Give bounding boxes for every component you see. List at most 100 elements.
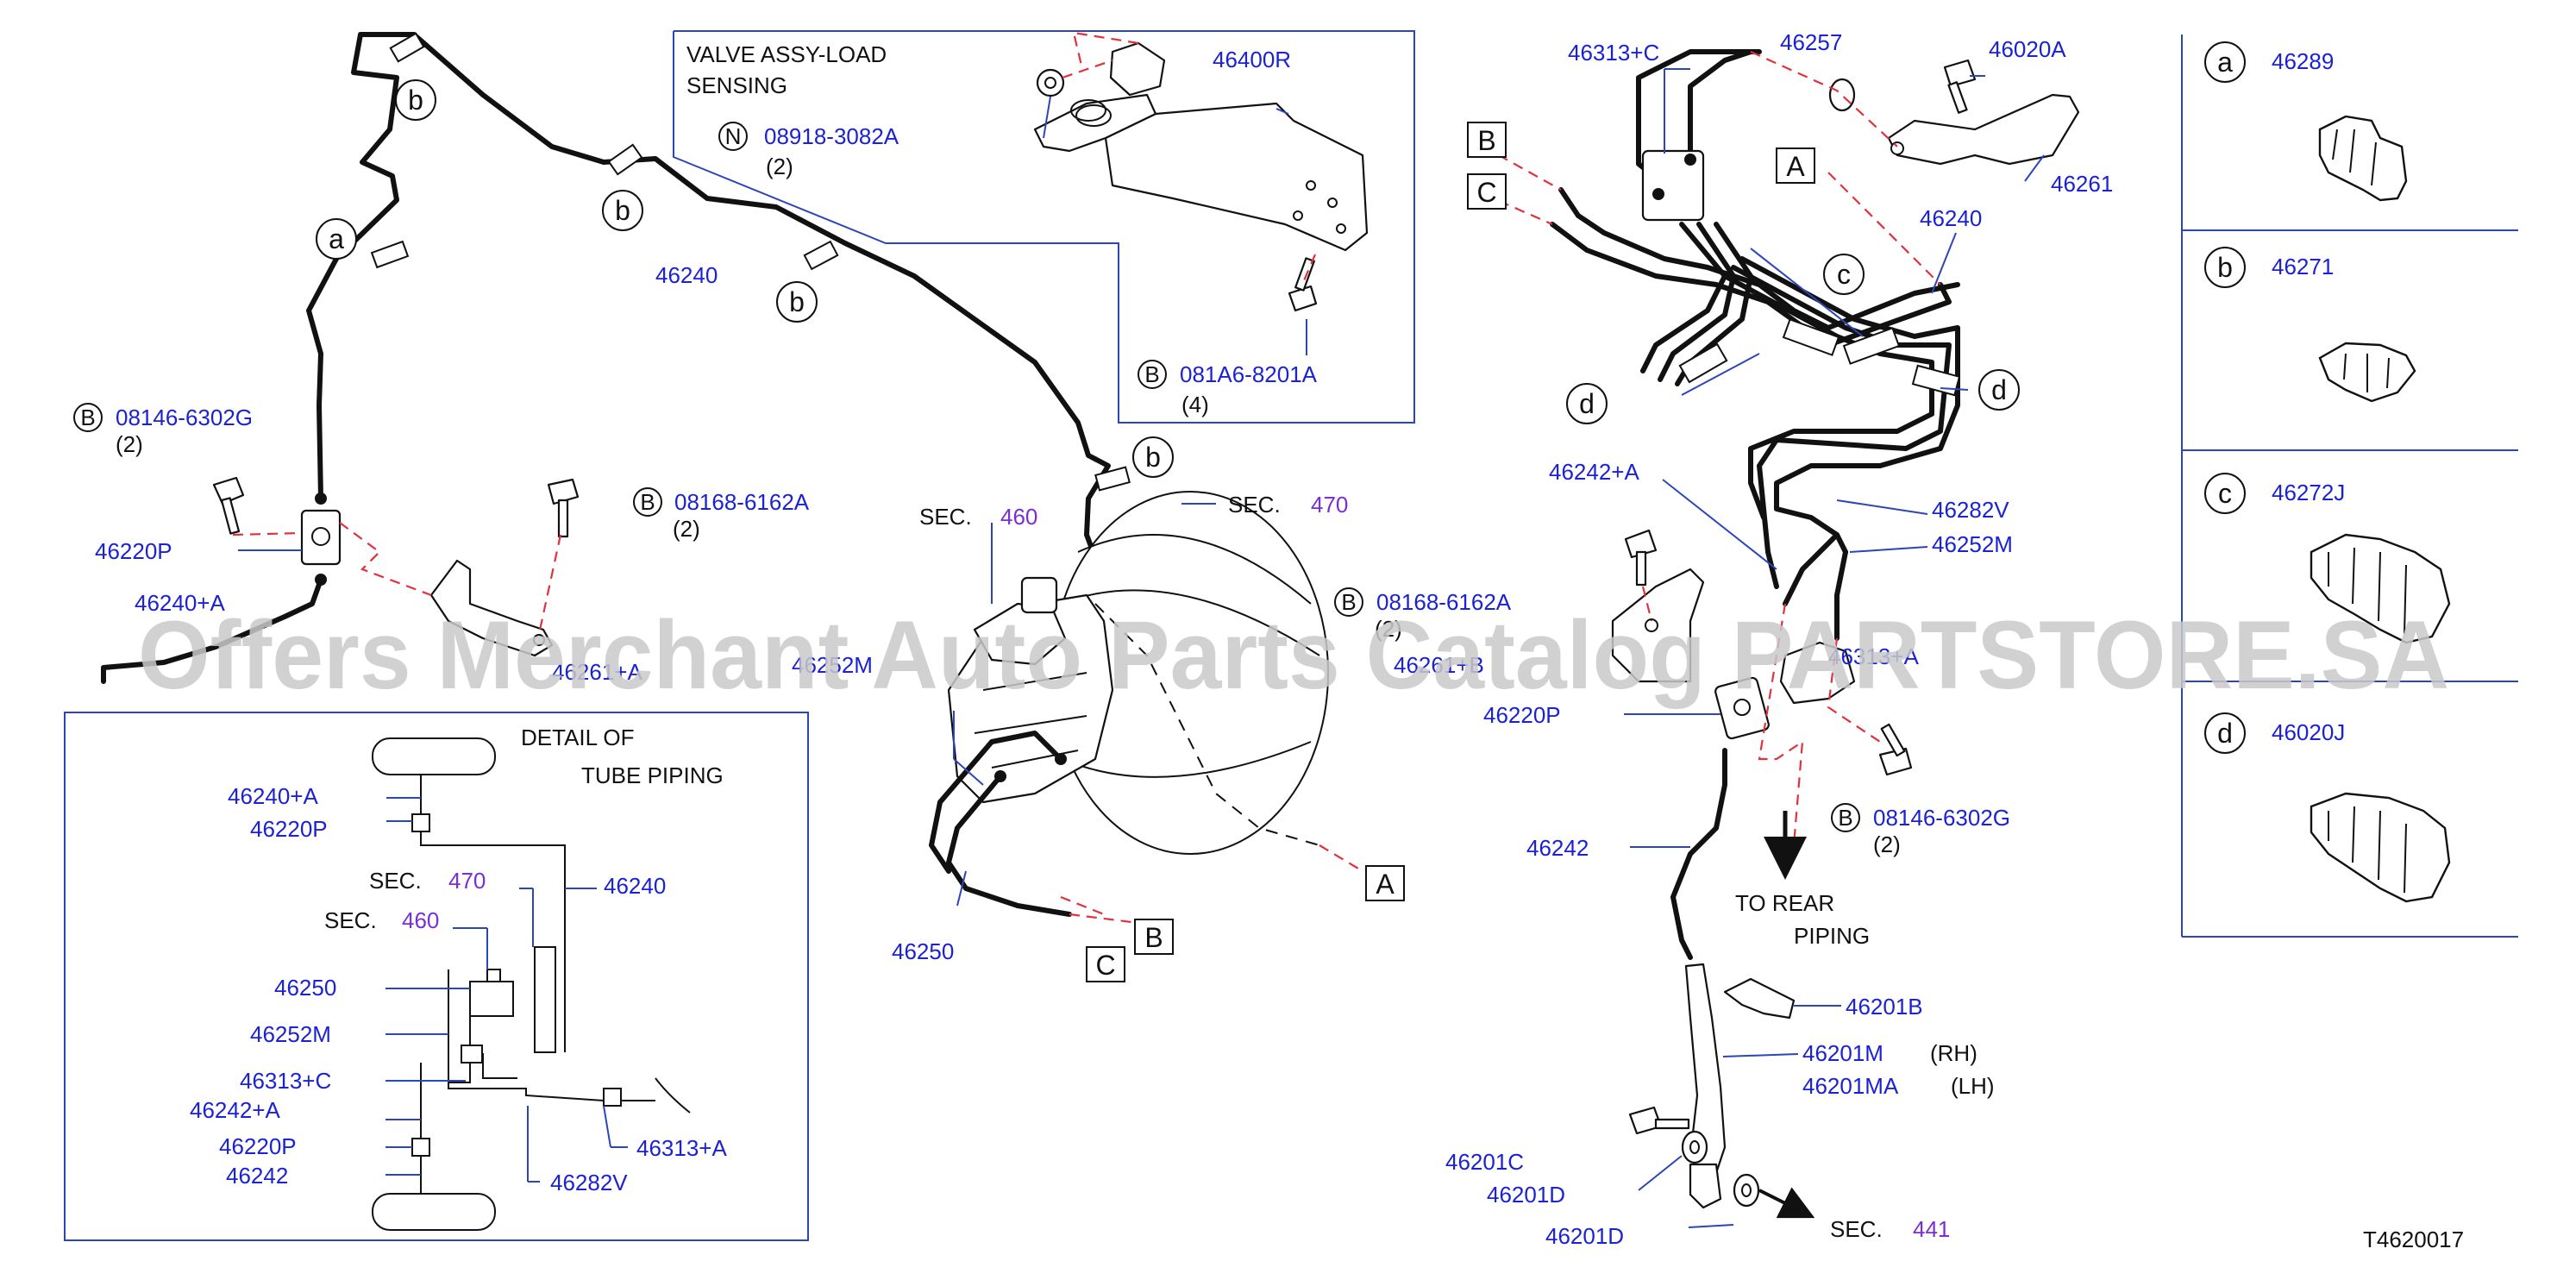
label-46282V-right[interactable]: 46282V	[1932, 497, 2009, 523]
label-46252M-main[interactable]: 46252M	[792, 652, 873, 678]
detail-sec-460-prefix: SEC.	[324, 907, 377, 933]
label-46201C[interactable]: 46201C	[1445, 1149, 1524, 1175]
legend-46272J[interactable]: 46272J	[2272, 480, 2345, 505]
detail-label-46313C[interactable]: 46313+C	[240, 1068, 331, 1094]
label-46201MA-side: (LH)	[1951, 1073, 1995, 1099]
detail-label-46220P-bottom[interactable]: 46220P	[219, 1133, 297, 1159]
label-46240-right[interactable]: 46240	[1920, 205, 1982, 231]
label-08918-qty: (2)	[766, 154, 793, 179]
bolt-left-lower[interactable]	[212, 476, 245, 535]
connector-46220P-left[interactable]	[300, 493, 342, 586]
detail-label-46242A[interactable]: 46242+A	[190, 1097, 280, 1123]
junction-46313C[interactable]	[1641, 149, 1705, 222]
label-46240A-left[interactable]: 46240+A	[135, 590, 225, 616]
phantom-valve-2	[1072, 31, 1139, 70]
label-46313C-right[interactable]: 46313+C	[1568, 40, 1659, 66]
washer-46201D-1[interactable]	[1681, 1130, 1708, 1164]
label-46220P-right[interactable]: 46220P	[1483, 702, 1561, 728]
bracket-46261B[interactable]	[1611, 568, 1705, 683]
label-46261B[interactable]: 46261+B	[1394, 652, 1484, 678]
callout-d-right: d	[1991, 374, 2007, 405]
label-46257[interactable]: 46257	[1780, 29, 1842, 55]
value-sec-470-main[interactable]: 470	[1311, 492, 1348, 518]
legend-46020J[interactable]: 46020J	[2272, 719, 2345, 745]
detail-sec-460[interactable]: 460	[402, 907, 439, 933]
tube-46242[interactable]	[1670, 748, 1727, 960]
bolt-46020A[interactable]	[1943, 59, 1977, 114]
detail-label-46220P-top[interactable]: 46220P	[250, 816, 328, 842]
label-46261A[interactable]: 46261+A	[552, 659, 642, 685]
label-46201M[interactable]: 46201M	[1802, 1040, 1883, 1066]
label-46400R[interactable]: 46400R	[1213, 47, 1291, 72]
detail-label-46250[interactable]: 46250	[274, 975, 336, 1001]
detail-label-46252M[interactable]: 46252M	[250, 1021, 331, 1047]
load-sensing-valve-46400R[interactable]	[1033, 41, 1369, 252]
label-46240-left[interactable]: 46240	[655, 262, 718, 288]
label-08918[interactable]: 08918-3082A	[764, 123, 899, 149]
label-46242A-right[interactable]: 46242+A	[1549, 459, 1639, 485]
view-B-left: B	[1144, 922, 1163, 953]
clip-46271-icon	[2318, 342, 2416, 403]
label-46261[interactable]: 46261	[2051, 171, 2113, 197]
washer-46201D-2[interactable]	[1733, 1173, 1760, 1208]
view-C-right: C	[1476, 177, 1496, 208]
label-08146-left[interactable]: 08146-6302G	[116, 405, 253, 430]
detail-tubing	[420, 775, 691, 1194]
symbol-circles	[73, 122, 1860, 832]
callout-b-2: b	[615, 195, 630, 226]
bolt-46201C[interactable]	[1628, 1106, 1690, 1135]
label-46201MA[interactable]: 46201MA	[1802, 1073, 1899, 1099]
value-sec-460-main[interactable]: 460	[1000, 504, 1037, 530]
label-46220P-left[interactable]: 46220P	[95, 538, 172, 564]
detail-sec-470-prefix: SEC.	[369, 868, 422, 894]
diagram-id: T4620017	[2363, 1227, 2464, 1252]
phantom-valve-3	[1301, 254, 1317, 285]
nut-08918[interactable]	[1036, 68, 1065, 97]
hose-46201M[interactable]	[1684, 963, 1727, 1209]
bolt-081A6[interactable]	[1288, 257, 1318, 312]
callout-d-left: d	[1579, 388, 1595, 419]
label-46201B[interactable]: 46201B	[1846, 994, 1923, 1020]
label-46242-right[interactable]: 46242	[1526, 835, 1589, 861]
label-46201D-1[interactable]: 46201D	[1487, 1182, 1565, 1208]
callout-b-1: b	[408, 85, 423, 116]
arrow-sec441	[1758, 1187, 1815, 1219]
phantom-B-left	[1069, 913, 1139, 925]
detail-label-46240[interactable]: 46240	[604, 873, 666, 899]
detail-label-46282V[interactable]: 46282V	[550, 1170, 628, 1195]
bracket-46261A[interactable]	[429, 559, 554, 657]
bolt-left-upper[interactable]	[547, 478, 580, 538]
symbol-b-081a6: B	[1144, 361, 1159, 387]
clip-46201B[interactable]	[1723, 977, 1796, 1020]
detail-sec-470[interactable]: 470	[448, 868, 486, 894]
detail-label-46313A[interactable]: 46313+A	[636, 1135, 727, 1161]
legend-46271[interactable]: 46271	[2272, 254, 2334, 279]
junction-46313A-right[interactable]	[1779, 641, 1856, 705]
tube-46250[interactable]	[929, 731, 1072, 917]
tube-46240A[interactable]	[101, 577, 323, 684]
label-46313A-under[interactable]: 46313+A	[1828, 643, 1919, 669]
label-08168-right[interactable]: 08168-6162A	[1376, 589, 1512, 615]
detail-label-46240A[interactable]: 46240+A	[228, 783, 318, 809]
connector-46220P-right[interactable]	[1714, 676, 1770, 740]
label-08168-left[interactable]: 08168-6162A	[674, 489, 810, 515]
label-46250-main[interactable]: 46250	[892, 938, 954, 964]
label-46252M-right[interactable]: 46252M	[1932, 531, 2013, 557]
bolt-08168-right[interactable]	[1624, 529, 1658, 587]
detail-title-2: TUBE PIPING	[581, 762, 724, 788]
legend-letter-d: d	[2217, 718, 2233, 749]
phantom-valve-1	[1062, 59, 1113, 79]
detail-label-46242[interactable]: 46242	[226, 1163, 288, 1189]
phantom-rear-3	[1641, 586, 1653, 622]
legend-46289[interactable]: 46289	[2272, 48, 2334, 74]
label-081A6[interactable]: 081A6-8201A	[1180, 361, 1318, 387]
bracket-46261[interactable]	[1887, 93, 2080, 166]
value-sec-441[interactable]: 441	[1913, 1216, 1950, 1242]
label-08146-right[interactable]: 08146-6302G	[1873, 805, 2010, 831]
label-46020A[interactable]: 46020A	[1989, 36, 2066, 62]
fitting-1	[994, 770, 1006, 782]
label-081A6-qty: (4)	[1181, 392, 1209, 417]
label-46201D-2[interactable]: 46201D	[1545, 1223, 1624, 1249]
grommet-46257[interactable]	[1828, 78, 1856, 112]
bolt-08146-right[interactable]	[1878, 723, 1913, 776]
